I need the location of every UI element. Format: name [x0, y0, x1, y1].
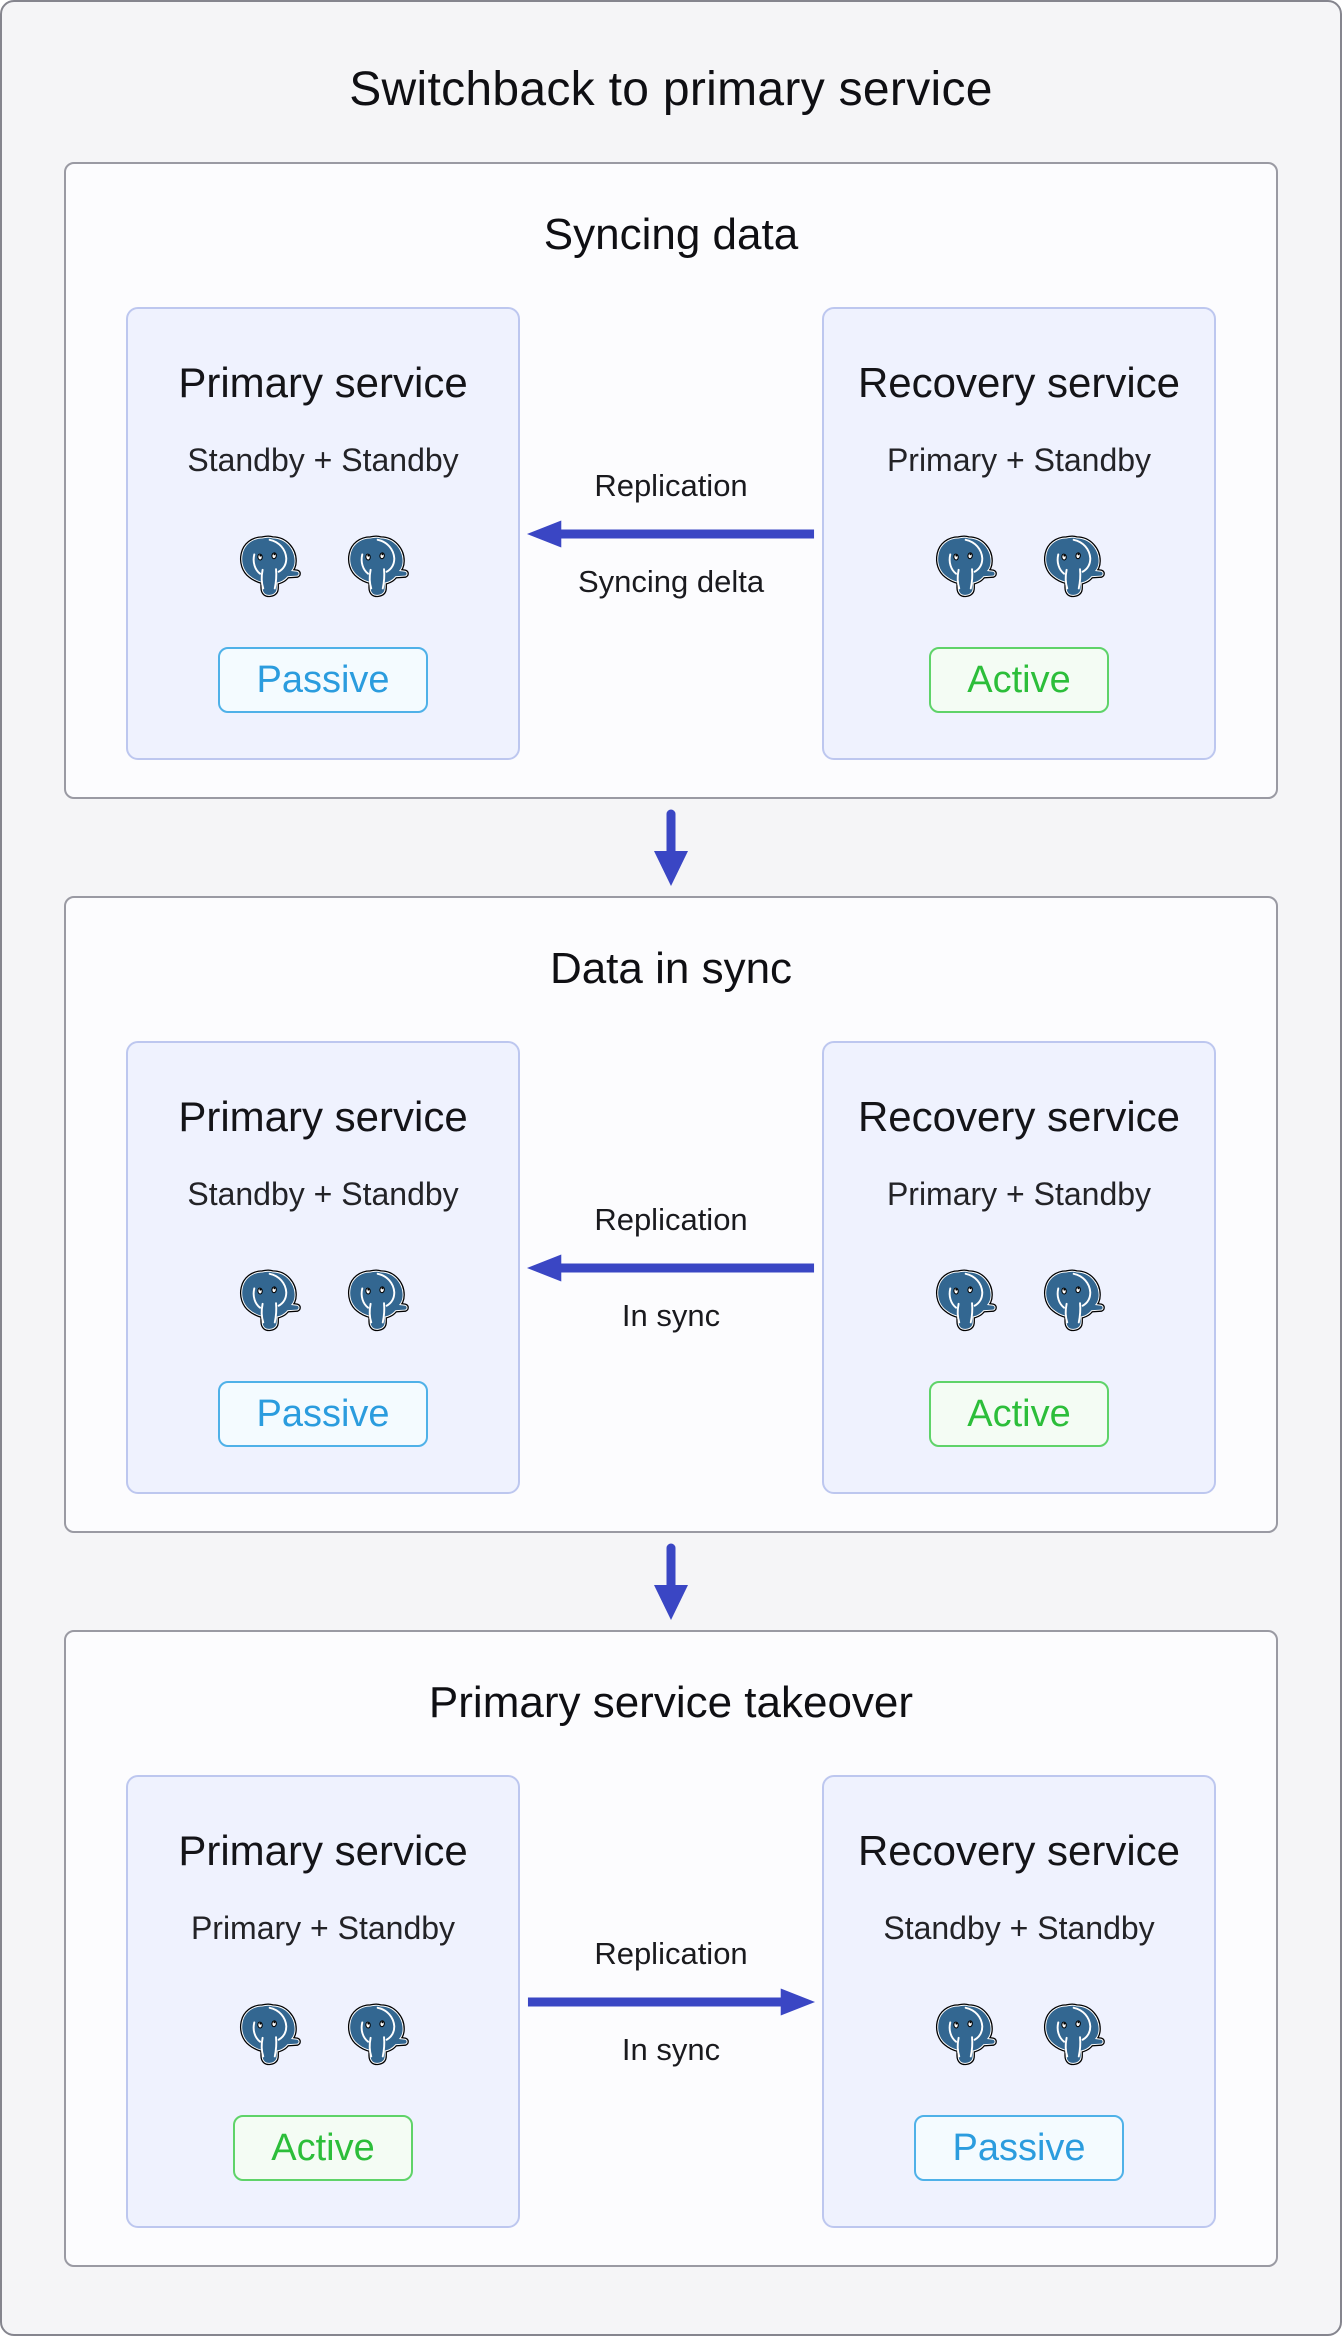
primary-service-card: Primary service Standby + Standby Passiv…: [126, 307, 520, 760]
postgresql-elephant-icon: [237, 1999, 301, 2069]
recovery-service-card: Recovery service Standby + Standby Passi…: [822, 1775, 1216, 2228]
postgresql-elephant-icon: [1041, 531, 1105, 601]
status-badge: Active: [929, 647, 1109, 713]
stage-connector: [64, 1533, 1278, 1630]
stage-row: Primary service Standby + Standby Passiv…: [66, 1041, 1276, 1494]
database-icons-row: [933, 531, 1105, 601]
stages-container: Syncing data Primary service Standby + S…: [2, 162, 1340, 2267]
recovery-service-card: Recovery service Primary + Standby Activ…: [822, 307, 1216, 760]
postgresql-elephant-icon: [933, 1265, 997, 1335]
card-subtitle: Primary + Standby: [190, 1910, 456, 1946]
postgresql-elephant-icon: [933, 1999, 997, 2069]
postgresql-elephant-icon: [933, 531, 997, 601]
primary-service-card: Primary service Primary + Standby Active: [126, 1775, 520, 2228]
stage-title: Data in sync: [549, 944, 793, 993]
replication-flow: Replication In sync: [520, 1775, 822, 2228]
arrow-top-label: Replication: [594, 1201, 748, 1237]
arrow-bottom-label: In sync: [621, 2031, 721, 2067]
stage-section-data-in-sync: Data in sync Primary service Standby + S…: [64, 896, 1278, 1533]
stage-row: Primary service Standby + Standby Passiv…: [66, 307, 1276, 760]
card-title: Primary service: [178, 359, 468, 406]
postgresql-elephant-icon: [237, 531, 301, 601]
postgresql-elephant-icon: [345, 1999, 409, 2069]
replication-flow: Replication Syncing delta: [520, 307, 822, 760]
status-badge: Passive: [914, 2115, 1124, 2181]
status-badge: Active: [233, 2115, 413, 2181]
status-badge: Passive: [218, 1381, 428, 1447]
down-arrow-icon: [653, 1543, 689, 1621]
arrow-bottom-label: Syncing delta: [577, 563, 765, 599]
stage-section-syncing-data: Syncing data Primary service Standby + S…: [64, 162, 1278, 799]
database-icons-row: [933, 1999, 1105, 2069]
database-icons-row: [237, 1265, 409, 1335]
stage-title: Primary service takeover: [428, 1678, 914, 1727]
replication-arrow-icon: [526, 1987, 816, 2017]
card-subtitle: Standby + Standby: [883, 1910, 1155, 1946]
postgresql-elephant-icon: [1041, 1265, 1105, 1335]
replication-flow: Replication In sync: [520, 1041, 822, 1494]
card-subtitle: Primary + Standby: [886, 1176, 1152, 1212]
database-icons-row: [933, 1265, 1105, 1335]
card-title: Recovery service: [857, 359, 1181, 406]
recovery-service-card: Recovery service Primary + Standby Activ…: [822, 1041, 1216, 1494]
card-title: Primary service: [178, 1827, 468, 1874]
primary-service-card: Primary service Standby + Standby Passiv…: [126, 1041, 520, 1494]
card-subtitle: Primary + Standby: [886, 442, 1152, 478]
page-title: Switchback to primary service: [349, 63, 993, 116]
card-title: Recovery service: [857, 1827, 1181, 1874]
database-icons-row: [237, 531, 409, 601]
status-badge: Passive: [218, 647, 428, 713]
postgresql-elephant-icon: [345, 531, 409, 601]
card-title: Recovery service: [857, 1093, 1181, 1140]
card-title: Primary service: [178, 1093, 468, 1140]
postgresql-elephant-icon: [237, 1265, 301, 1335]
postgresql-elephant-icon: [1041, 1999, 1105, 2069]
card-subtitle: Standby + Standby: [187, 442, 459, 478]
stage-title: Syncing data: [543, 210, 799, 259]
postgresql-elephant-icon: [345, 1265, 409, 1335]
database-icons-row: [237, 1999, 409, 2069]
replication-arrow-icon: [526, 1253, 816, 1283]
arrow-bottom-label: In sync: [621, 1297, 721, 1333]
stage-row: Primary service Primary + Standby Active…: [66, 1775, 1276, 2228]
arrow-top-label: Replication: [594, 467, 748, 503]
down-arrow-icon: [653, 809, 689, 887]
stage-section-primary-takeover: Primary service takeover Primary service…: [64, 1630, 1278, 2267]
status-badge: Active: [929, 1381, 1109, 1447]
card-subtitle: Standby + Standby: [187, 1176, 459, 1212]
arrow-top-label: Replication: [594, 1935, 748, 1971]
replication-arrow-icon: [526, 519, 816, 549]
stage-connector: [64, 799, 1278, 896]
